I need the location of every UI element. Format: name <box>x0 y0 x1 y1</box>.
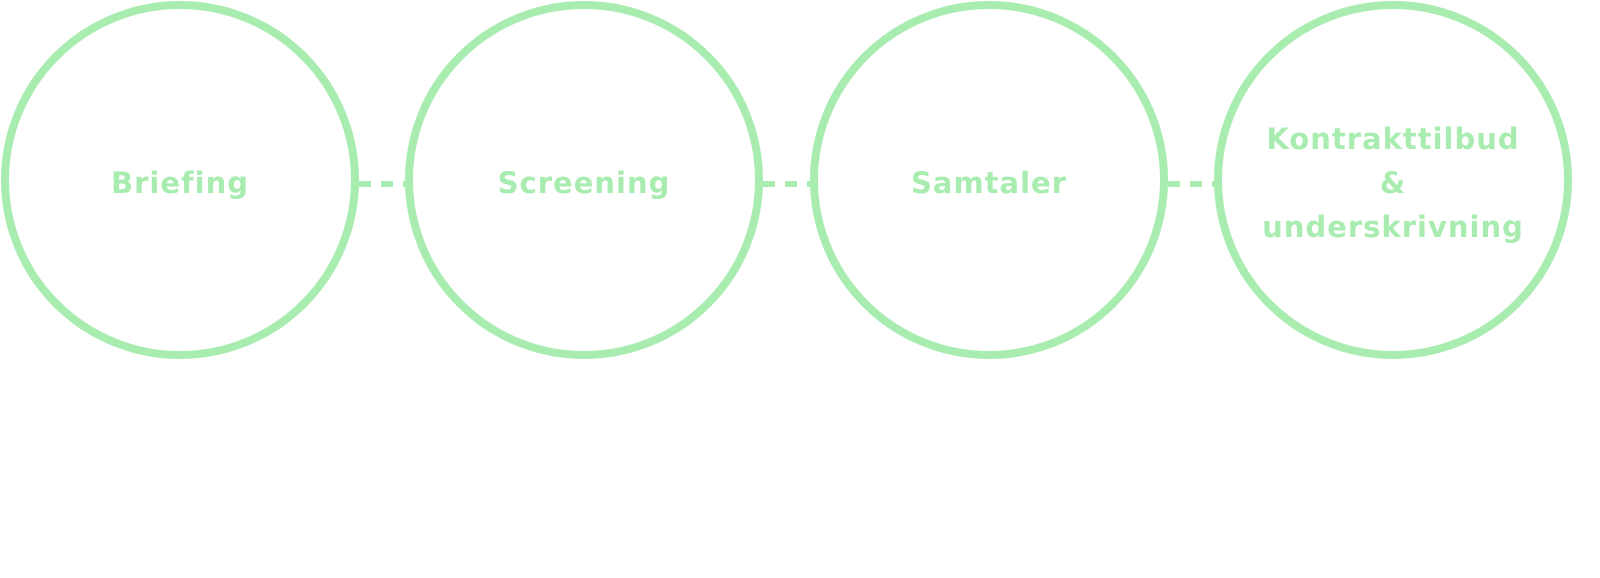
dashed-connector <box>1168 181 1216 187</box>
step-label-briefing: Briefing <box>111 166 249 200</box>
step-label-line: underskrivning <box>1262 210 1524 244</box>
dashed-connector <box>359 181 407 187</box>
step-screening: Screening <box>405 1 763 359</box>
dashed-connector <box>763 181 811 187</box>
step-label-line: Kontrakttilbud <box>1266 122 1520 156</box>
step-label-kontrakttilbud: Kontrakttilbud & underskrivning <box>1262 117 1524 249</box>
step-samtaler: Samtaler <box>810 1 1168 359</box>
step-kontrakttilbud: Kontrakttilbud & underskrivning <box>1214 1 1572 359</box>
step-label-line: & <box>1379 166 1407 200</box>
step-label-screening: Screening <box>497 166 671 200</box>
step-briefing: Briefing <box>1 1 359 359</box>
step-label-samtaler: Samtaler <box>910 166 1068 200</box>
